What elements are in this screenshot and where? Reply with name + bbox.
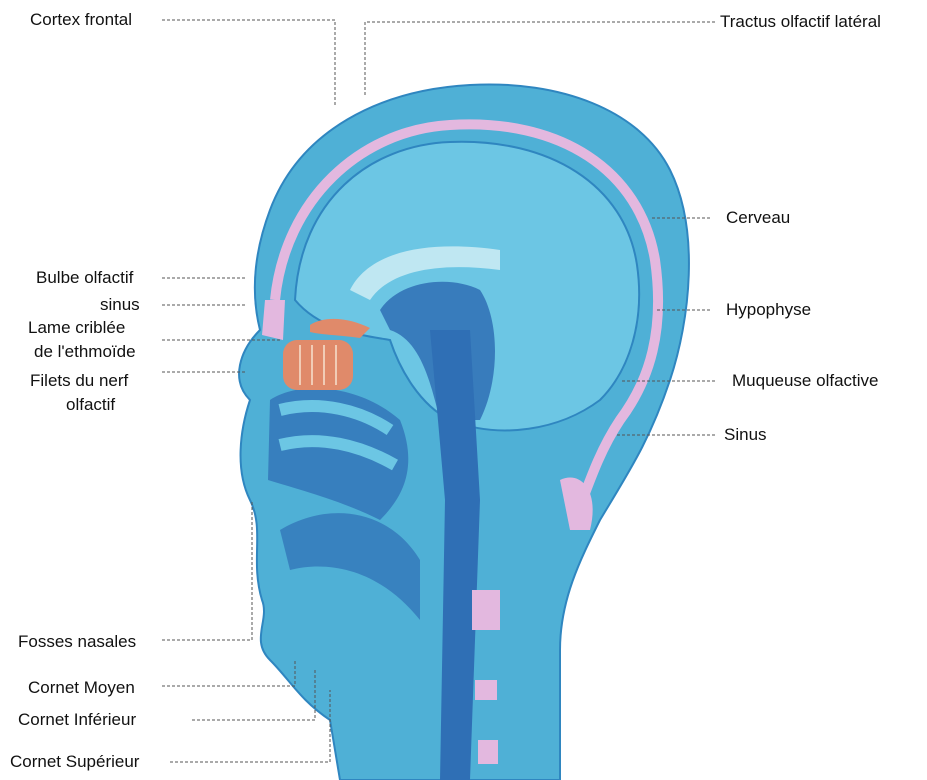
vertebra	[475, 680, 497, 700]
label-bulbe-olfactif: Bulbe olfactif	[36, 268, 133, 288]
olfactory-mucosa	[283, 340, 353, 390]
label-lame-criblee: Lame criblée	[28, 318, 125, 338]
label-cortex-frontal: Cortex frontal	[30, 10, 132, 30]
vertebra	[478, 740, 498, 764]
label-olfactif: olfactif	[66, 395, 115, 415]
label-sinus-left: sinus	[100, 295, 140, 315]
label-cornet-inferieur: Cornet Inférieur	[18, 710, 136, 730]
sinus-region	[262, 300, 285, 340]
label-filets-du-nerf: Filets du nerf	[30, 371, 128, 391]
vertebra	[472, 590, 500, 630]
label-cornet-moyen: Cornet Moyen	[28, 678, 135, 698]
label-sinus-right: Sinus	[724, 425, 767, 445]
label-hypophyse: Hypophyse	[726, 300, 811, 320]
label-muqueuse-olfactive: Muqueuse olfactive	[732, 371, 878, 391]
label-fosses-nasales: Fosses nasales	[18, 632, 136, 652]
label-cerveau: Cerveau	[726, 208, 790, 228]
label-tractus-olfactif-lateral: Tractus olfactif latéral	[720, 12, 881, 32]
label-ethmoide: de l'ethmoïde	[34, 342, 136, 362]
label-cornet-superieur: Cornet Supérieur	[10, 752, 139, 772]
